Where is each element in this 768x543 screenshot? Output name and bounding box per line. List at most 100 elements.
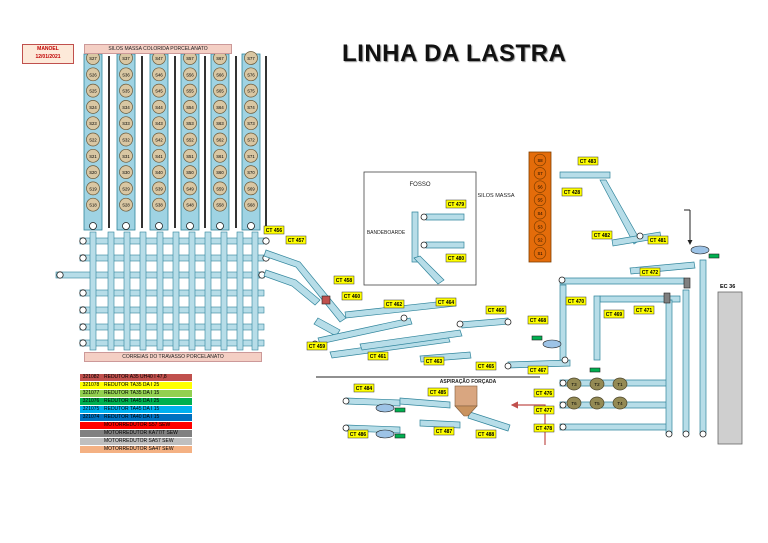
silo: S52 <box>183 132 197 147</box>
silo-label: S61 <box>216 154 224 159</box>
ct-label-ct469: CT 469 <box>603 309 625 319</box>
tank-label: T6 <box>571 401 577 406</box>
silo: S29 <box>119 181 133 196</box>
silo-label: S29 <box>122 186 130 191</box>
ct-label-ct466: CT 466 <box>485 305 507 315</box>
ct-label-text: CT 463 <box>426 359 443 365</box>
silo-label: S30 <box>122 170 130 175</box>
silo: S75 <box>244 83 258 98</box>
orange-silo: S1 <box>533 246 547 260</box>
silos-header: SILOS MASSA COLORIDA PORCELANATO <box>84 44 232 54</box>
silo: S23 <box>86 116 100 131</box>
silo: S56 <box>183 67 197 82</box>
legend-desc: REDUTOR TA35 DA I 25 <box>104 382 160 388</box>
silo: S21 <box>86 148 100 163</box>
legend-row: 321078 REDUTOR TA35 DA I 25 <box>80 382 192 390</box>
silo-label: S65 <box>216 89 224 94</box>
silo-outlet-node <box>216 222 224 230</box>
silo: S28 <box>119 197 133 212</box>
ct-label-text: CT 457 <box>288 238 305 244</box>
ct-label-text: CT 469 <box>606 312 623 318</box>
silo: S66 <box>213 67 227 82</box>
ct-label-text: CT 458 <box>336 278 353 284</box>
silo-label: S51 <box>186 154 194 159</box>
ct-label-ct479: CT 479 <box>445 199 467 209</box>
silo: S74 <box>244 100 258 114</box>
silo-label: S53 <box>186 121 194 126</box>
ct-label-ct462: CT 462 <box>383 299 405 309</box>
silo: S51 <box>183 148 197 163</box>
silo: S71 <box>244 148 258 163</box>
ec36-block <box>717 291 743 445</box>
silo-label: S18 <box>89 203 97 208</box>
silo-label: S46 <box>155 72 163 77</box>
silo-label: S60 <box>216 170 224 175</box>
silo-label: S27 <box>89 56 97 61</box>
silo-label: S42 <box>155 138 163 143</box>
silo-label: S31 <box>122 154 130 159</box>
ct-label-ct482: CT 482 <box>591 230 613 240</box>
silo-label: S26 <box>89 72 97 77</box>
ct-label-ct468: CT 468 <box>527 315 549 325</box>
legend-code <box>80 438 102 445</box>
ct-label-ct465: CT 465 <box>475 361 497 371</box>
ct-label-ct460: CT 460 <box>341 291 363 301</box>
silo-label: S57 <box>186 56 194 61</box>
silo: S70 <box>244 165 258 179</box>
tank: T2 <box>589 377 605 391</box>
legend-code: 321078 <box>82 382 100 388</box>
silo-label: S33 <box>122 121 130 126</box>
ct-label-text: CT 484 <box>356 386 373 392</box>
ct-label-text: CT 481 <box>650 238 667 244</box>
legend-code <box>80 446 102 453</box>
aspiracao-label: ASPIRAÇÃO FORÇADA <box>440 378 497 385</box>
legend-desc: MOTORREDUTOR S57 SEW <box>104 422 171 428</box>
orange-silo-label: S5 <box>537 198 543 203</box>
silo-columns <box>83 53 267 231</box>
silo: S22 <box>86 132 100 147</box>
silo: S31 <box>119 148 133 163</box>
orange-silo-label: S6 <box>537 184 543 189</box>
silo-label: S19 <box>89 186 97 191</box>
orange-silo-label: S7 <box>537 171 543 176</box>
ct-label-ct457: CT 457 <box>285 235 307 245</box>
orange-silo-label: S4 <box>537 211 543 216</box>
silo: S41 <box>152 148 166 163</box>
tank-label: T5 <box>594 401 600 406</box>
legend-desc: MOTORREDUTOR KA77/T SEW <box>104 430 178 436</box>
orange-silo-label: S3 <box>537 224 543 229</box>
ct-label-ct471: CT 471 <box>633 305 655 315</box>
silo: S59 <box>213 181 227 196</box>
silo-label: S45 <box>155 89 163 94</box>
ct-label-ct484: CT 484 <box>353 383 375 393</box>
silo-outlet-node <box>247 222 255 230</box>
ct-label-ct467: CT 467 <box>527 365 549 375</box>
fosso-title: FOSSO <box>409 182 430 188</box>
author-date: 12/01/2021 <box>35 54 61 60</box>
fosso-belts <box>411 211 465 285</box>
silo: S65 <box>213 83 227 98</box>
silo-label: S36 <box>122 72 130 77</box>
ct-label-text: CT 460 <box>344 294 361 300</box>
legend-desc: REDUTOR TA45 DA I 25 <box>104 398 160 404</box>
ct-label-ct458: CT 458 <box>333 275 355 285</box>
silo-outlet-node <box>89 222 97 230</box>
silo: S58 <box>213 197 227 212</box>
ct-label-text: CT 480 <box>448 256 465 262</box>
silo: S45 <box>152 83 166 98</box>
ct-label-ct464: CT 464 <box>435 297 457 307</box>
ct-label-text: CT 482 <box>594 233 611 239</box>
silo: S35 <box>119 83 133 98</box>
legend-row: MOTORREDUTOR SA57 SEW <box>80 438 192 446</box>
silo-label: S52 <box>186 138 194 143</box>
silo: S53 <box>183 116 197 131</box>
ct-label-ct488: CT 488 <box>475 429 497 439</box>
silo: S18 <box>86 197 100 212</box>
tank: T4 <box>612 396 628 410</box>
silo-label: S62 <box>216 138 224 143</box>
